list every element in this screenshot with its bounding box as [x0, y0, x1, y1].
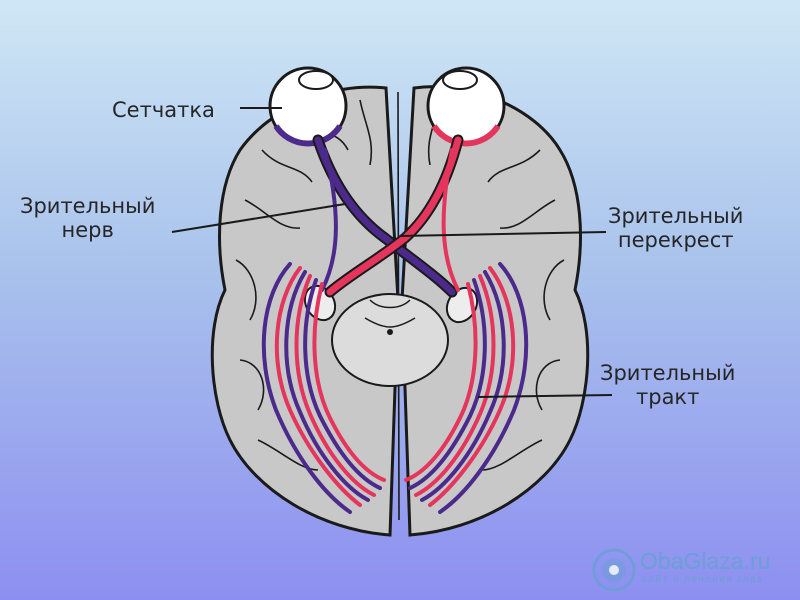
right-radiation-fiber	[438, 262, 529, 514]
optic-tract-label-line-2: тракт	[636, 385, 700, 409]
left-uncrossed-fiber	[320, 148, 338, 292]
optic-chiasm-label-line-1: Зрительный	[608, 204, 744, 228]
left-radiation-fiber	[284, 270, 370, 502]
left-eye	[268, 66, 348, 147]
optic-chiasm-label-line-2: перекрест	[617, 228, 734, 252]
optic-chiasm-leader	[399, 231, 607, 237]
optic-tract-label: Зрительный тракт	[600, 361, 735, 409]
midbrain-detail	[364, 299, 416, 328]
retina-label-text: Сетчатка	[112, 98, 215, 122]
brainstem	[331, 293, 449, 387]
right-radiation-fiber	[420, 270, 506, 502]
right-radiation-fiber	[414, 274, 496, 497]
right-radiation-fiber	[428, 266, 516, 507]
left-radiation-fiber	[261, 262, 352, 514]
watermark-site-name: ObaGlaza.ru	[640, 548, 771, 574]
retina-label: Сетчатка	[112, 98, 215, 122]
cerebral-aqueduct	[387, 329, 393, 335]
left-radiation-fiber	[274, 266, 362, 507]
right-eye	[426, 66, 506, 147]
optic-nerve-leader	[171, 203, 346, 233]
left-radiation-fiber	[294, 274, 376, 497]
optic-chiasm-label: Зрительный перекрест	[608, 204, 743, 252]
optic-tract-leader	[477, 394, 613, 398]
left-radiation-fiber	[312, 282, 386, 482]
optic-nerve-label-line-1: Зрительный	[20, 194, 156, 218]
leader-lines	[171, 107, 613, 398]
watermark: ObaGlaza.ru сайт о лечении глаз	[592, 548, 770, 597]
watermark-tagline: сайт о лечении глаз	[642, 574, 763, 585]
eye-logo-icon	[592, 548, 636, 592]
optic-nerve-label: Зрительный нерв	[20, 194, 155, 242]
left-radiation-fiber	[303, 278, 382, 490]
right-uncrossed-fiber	[441, 148, 460, 292]
right-radiation-fiber	[404, 282, 478, 482]
optic-tract-label-line-1: Зрительный	[600, 361, 736, 385]
right-hemisphere	[400, 85, 590, 537]
right-radiation-fiber	[408, 278, 487, 490]
optic-nerves	[312, 134, 464, 298]
optic-nerve-label-line-2: нерв	[61, 218, 114, 242]
optic-radiations	[261, 262, 529, 514]
